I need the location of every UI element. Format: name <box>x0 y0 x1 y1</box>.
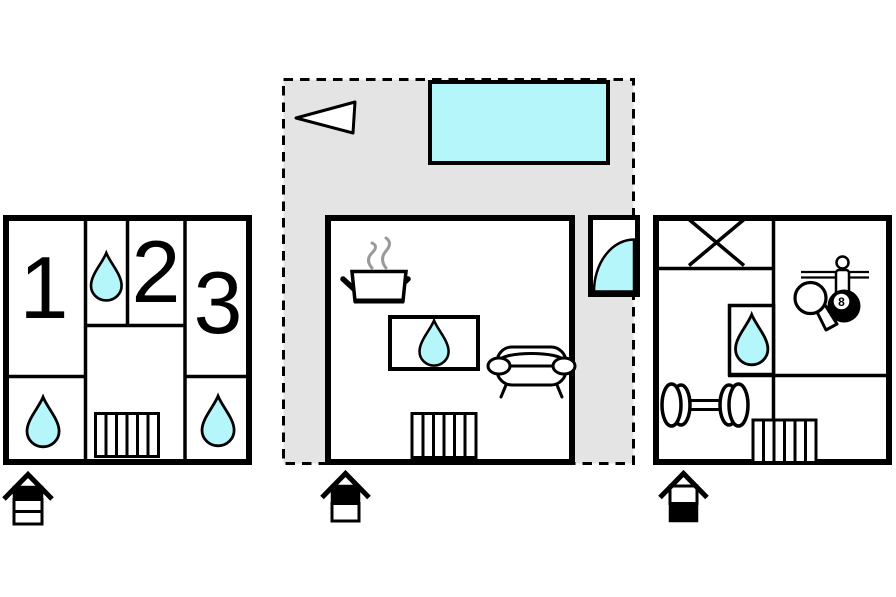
main-floor-plan <box>282 78 640 523</box>
room-label-3: 3 <box>193 253 243 352</box>
house-level-icon <box>320 469 371 523</box>
eight-ball-number: 8 <box>838 294 845 309</box>
steam-icon <box>367 241 377 270</box>
stairs-icon <box>410 412 478 459</box>
crossed-box-icon <box>687 218 746 267</box>
water-drop-box-icon <box>388 315 480 371</box>
north-arrow-icon <box>294 100 357 135</box>
lower-floor-plan <box>653 215 892 523</box>
door-swing-icon <box>588 215 640 297</box>
stairs-icon <box>94 412 160 458</box>
stairs-icon <box>751 418 818 464</box>
table-tennis-paddle-icon <box>793 280 839 332</box>
steam-icon <box>381 236 391 270</box>
room-label-2: 2 <box>131 222 181 321</box>
pool-icon <box>428 80 610 165</box>
upper-floor-plan <box>2 215 252 526</box>
dumbbell-icon <box>660 382 750 428</box>
room-divider-walls <box>6 218 249 462</box>
sofa-icon <box>486 345 577 399</box>
room-label-1: 1 <box>19 238 69 337</box>
house-level-icon <box>658 469 709 523</box>
cooking-pot-icon <box>340 236 411 304</box>
eight-ball-icon <box>827 289 861 323</box>
house-level-icon <box>2 470 54 526</box>
